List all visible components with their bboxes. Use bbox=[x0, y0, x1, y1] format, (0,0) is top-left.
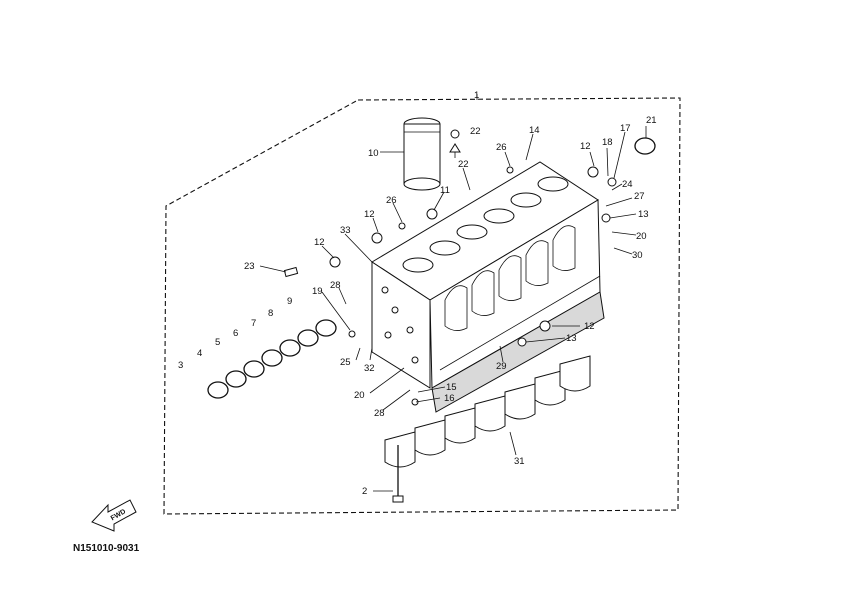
callout-31: 31 bbox=[514, 456, 525, 467]
callout-27: 27 bbox=[634, 191, 645, 202]
callout-17: 17 bbox=[620, 123, 631, 134]
main-bearing-bolt bbox=[392, 445, 404, 503]
cylinder-liner bbox=[403, 117, 441, 191]
callout-32: 32 bbox=[364, 363, 375, 374]
callout-5: 5 bbox=[215, 337, 220, 348]
callout-22-bottom: 22 bbox=[458, 159, 469, 170]
assembly-number: 1 bbox=[474, 90, 479, 101]
callout-3: 3 bbox=[178, 360, 183, 371]
callout-9: 9 bbox=[287, 296, 292, 307]
callout-12-top: 12 bbox=[580, 141, 591, 152]
callout-7: 7 bbox=[251, 318, 256, 329]
callout-26-mid: 26 bbox=[386, 195, 397, 206]
callout-18: 18 bbox=[602, 137, 613, 148]
oil-seal bbox=[634, 137, 656, 155]
callout-4: 4 bbox=[197, 348, 202, 359]
callout-19: 19 bbox=[312, 286, 323, 297]
callout-26-top: 26 bbox=[496, 142, 507, 153]
callout-33: 33 bbox=[340, 225, 351, 236]
fwd-arrow-icon: FWD bbox=[91, 499, 137, 532]
callout-13-top: 13 bbox=[638, 209, 649, 220]
plugs-and-fittings bbox=[283, 129, 617, 406]
callout-25: 25 bbox=[340, 357, 351, 368]
callout-22-top: 22 bbox=[470, 126, 481, 137]
callout-11: 11 bbox=[440, 185, 450, 196]
callout-21: 21 bbox=[646, 115, 657, 126]
callout-20-left: 20 bbox=[354, 390, 365, 401]
callout-24: 24 bbox=[622, 179, 633, 190]
assembly-boundary bbox=[163, 97, 681, 515]
cylinder-block bbox=[371, 161, 605, 413]
callout-12-right: 12 bbox=[584, 321, 595, 332]
callout-29: 29 bbox=[496, 361, 507, 372]
callout-13-bottom: 13 bbox=[566, 333, 577, 344]
callout-14: 14 bbox=[529, 125, 540, 136]
callout-23: 23 bbox=[244, 261, 255, 272]
callout-10: 10 bbox=[368, 148, 379, 159]
callout-12-mid: 12 bbox=[364, 209, 375, 220]
leader-lines bbox=[259, 126, 647, 492]
callout-28-bottom: 28 bbox=[374, 408, 385, 419]
callout-labels: 2 3 4 5 6 7 8 9 10 11 12 12 12 12 13 13 … bbox=[178, 115, 657, 497]
callout-2: 2 bbox=[362, 486, 367, 497]
callout-8: 8 bbox=[268, 308, 273, 319]
callout-6: 6 bbox=[233, 328, 238, 339]
callout-15: 15 bbox=[446, 382, 457, 393]
callout-30: 30 bbox=[632, 250, 643, 261]
main-bearing-caps bbox=[384, 355, 591, 468]
thrust-rings bbox=[207, 319, 337, 399]
callout-16: 16 bbox=[444, 393, 455, 404]
figure-code: N151010-9031 bbox=[73, 543, 140, 554]
callout-20-right: 20 bbox=[636, 231, 647, 242]
callout-12-left: 12 bbox=[314, 237, 325, 248]
callout-28-top: 28 bbox=[330, 280, 341, 291]
